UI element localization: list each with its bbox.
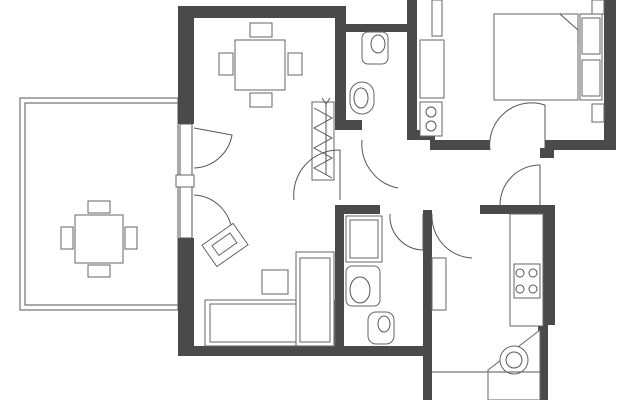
tv-unit xyxy=(295,251,335,347)
kitchen xyxy=(431,213,544,400)
balcony xyxy=(19,97,179,311)
coffee-table xyxy=(261,269,289,295)
bedroom xyxy=(419,0,445,137)
bathroom-door xyxy=(389,213,424,251)
bathroom xyxy=(345,215,395,345)
balcony-table xyxy=(60,200,138,278)
living-door xyxy=(293,139,399,201)
dining-table xyxy=(218,22,303,108)
staircase xyxy=(311,97,335,181)
hall-door xyxy=(499,164,541,206)
armchair xyxy=(201,222,249,268)
bedroom-door xyxy=(489,102,546,151)
wc xyxy=(349,31,389,115)
double-bed xyxy=(493,0,605,123)
balcony-door xyxy=(175,123,233,239)
walls xyxy=(178,0,616,400)
